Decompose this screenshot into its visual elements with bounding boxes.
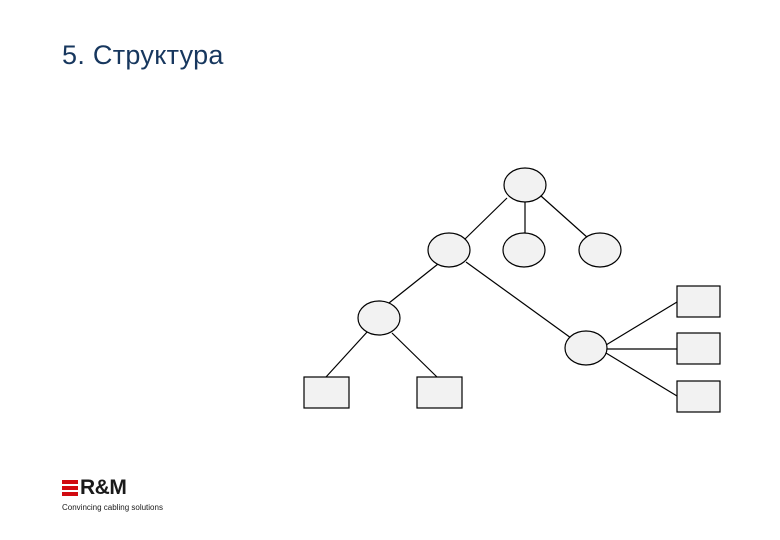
edge-l2-right-to-box-bottom: [605, 352, 678, 397]
logo-mark: R&M: [62, 476, 163, 499]
logo-bars-icon: [62, 480, 78, 496]
tree-leaf-box: [676, 332, 721, 365]
logo-brand: R&M: [80, 476, 127, 499]
edge-l2-left-to-box1: [325, 330, 369, 378]
tree-node-level2-left: [357, 300, 401, 336]
logo-tagline: Convincing cabling solutions: [62, 503, 163, 512]
company-logo: R&M Convincing cabling solutions: [62, 476, 163, 512]
tree-node-level1-middle: [502, 232, 546, 268]
tree-leaf-box: [676, 380, 721, 413]
edge-l2-left-to-box2: [391, 332, 438, 378]
edge-l1-to-l2-left: [388, 263, 439, 304]
edge-l1-to-l2-right: [465, 261, 572, 339]
tree-leaf-box: [676, 285, 721, 318]
tree-node-level2-right: [564, 330, 608, 366]
tree-node-level1-right: [578, 232, 622, 268]
edge-root-right: [540, 195, 589, 239]
tree-leaf-box: [416, 376, 463, 409]
tree-node-root: [503, 167, 547, 203]
tree-node-level1-left: [427, 232, 471, 268]
edge-l2-right-to-box-top: [605, 301, 678, 346]
tree-leaf-box: [303, 376, 350, 409]
slide-title: 5. Структура: [62, 40, 224, 70]
edge-root-left: [463, 197, 508, 241]
